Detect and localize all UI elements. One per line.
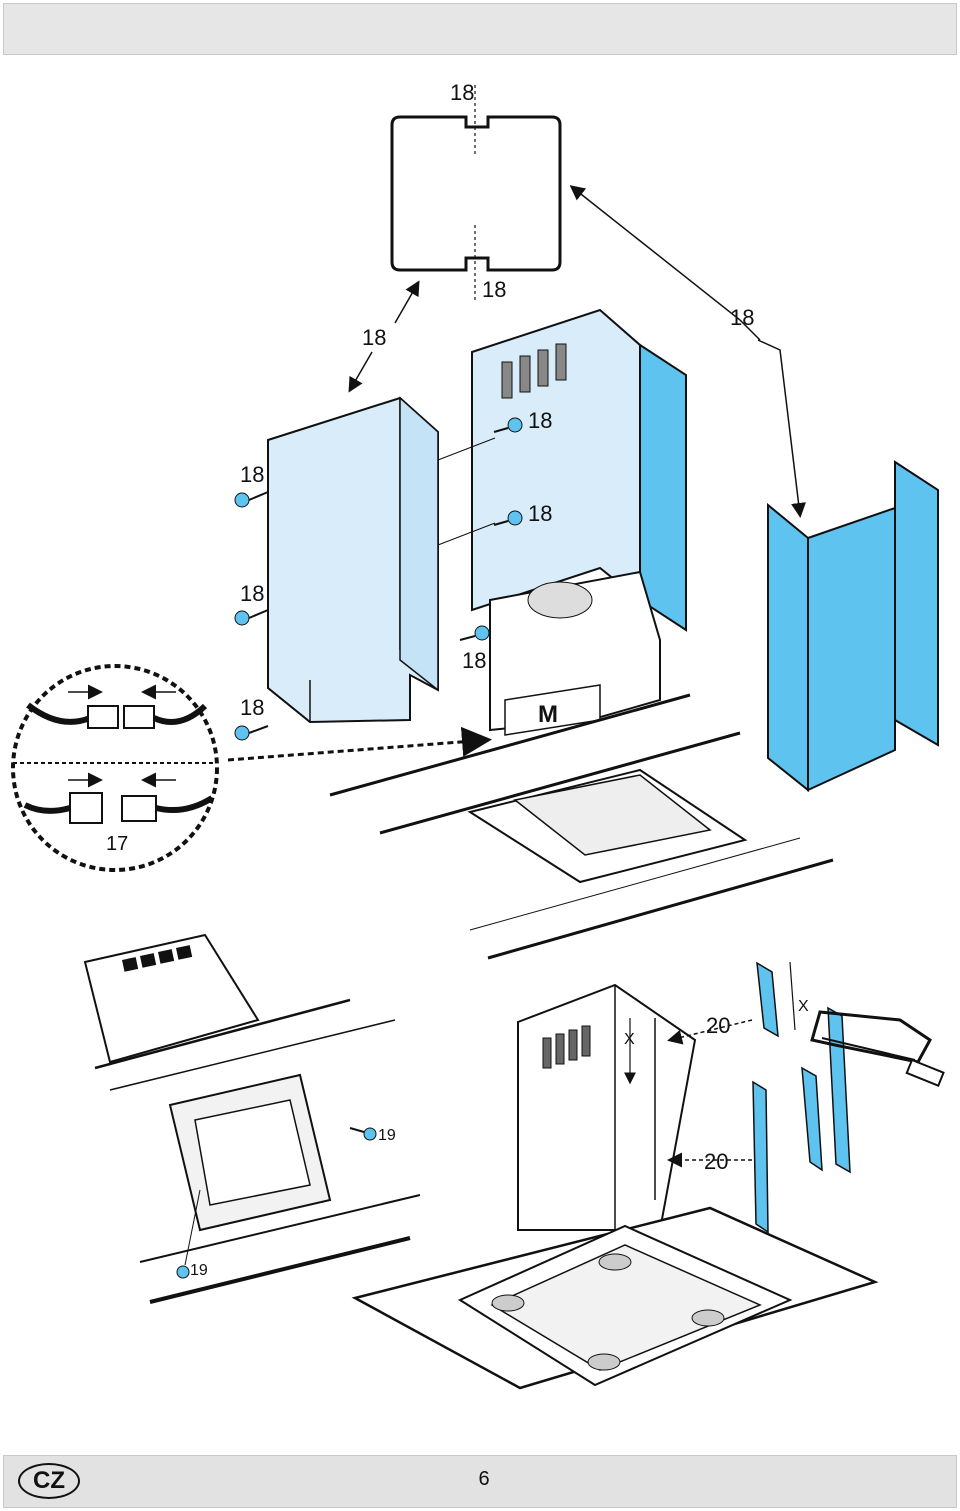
- connector-arrow: [227, 726, 492, 762]
- page-number: 6: [478, 1468, 490, 1490]
- callout-trim-upper: 20: [706, 1013, 730, 1038]
- connector-detail: 17: [11, 664, 219, 872]
- screw-icon: [459, 625, 490, 641]
- callout-screw-left-1: 18: [240, 462, 264, 487]
- measure-x-2: X: [798, 998, 809, 1015]
- callout-duct-seam: 18: [482, 277, 506, 302]
- callout-screw-left-2: 18: [240, 581, 264, 606]
- footer-band: CZ 6: [3, 1455, 957, 1508]
- header-band: [3, 3, 957, 55]
- trim-strips: X: [752, 961, 851, 1234]
- screw-icon: [176, 1189, 201, 1279]
- callout-filter-screw-1: 19: [378, 1127, 396, 1144]
- left-screws: 18 18 18: [234, 462, 269, 741]
- left-front-panel: [267, 396, 439, 724]
- section-arrows: 18 18: [348, 185, 807, 518]
- screw-icon: [493, 510, 523, 526]
- duct-cross-section: 18 18: [390, 80, 562, 302]
- callout-connector: 17: [106, 833, 128, 855]
- screw-icon: [234, 491, 269, 508]
- callout-screw-left-3: 18: [240, 695, 264, 720]
- callout-screw-upper: 18: [528, 408, 552, 433]
- ceiling-plate: [329, 693, 834, 960]
- callout-screw-mid: 18: [528, 501, 552, 526]
- right-blue-panel: [767, 460, 939, 793]
- assembled-hood: X 20 20: [351, 983, 879, 1390]
- callout-filter-screw-2: 19: [190, 1262, 208, 1279]
- screw-icon: [349, 1127, 377, 1141]
- hacksaw-icon: [810, 1010, 945, 1088]
- callout-duct-section: 18: [450, 80, 474, 105]
- filter-mounting: 19 19: [83, 933, 421, 1304]
- motor-label: M: [538, 701, 558, 728]
- callout-right-panel: 18: [730, 305, 754, 330]
- vent-slots-icon: [501, 343, 567, 399]
- screw-icon: [493, 417, 523, 433]
- callout-trim-lower: 20: [704, 1149, 728, 1174]
- vent-slots-icon: [542, 1025, 591, 1069]
- callout-left-panel: 18: [362, 325, 386, 350]
- callout-screw-base: 18: [462, 648, 486, 673]
- rear-duct-section: M 18 18 18: [437, 308, 687, 736]
- language-badge: CZ: [18, 1463, 80, 1499]
- screw-icon: [234, 609, 269, 626]
- screw-icon: [234, 725, 269, 741]
- measure-x-1: X: [624, 1031, 635, 1048]
